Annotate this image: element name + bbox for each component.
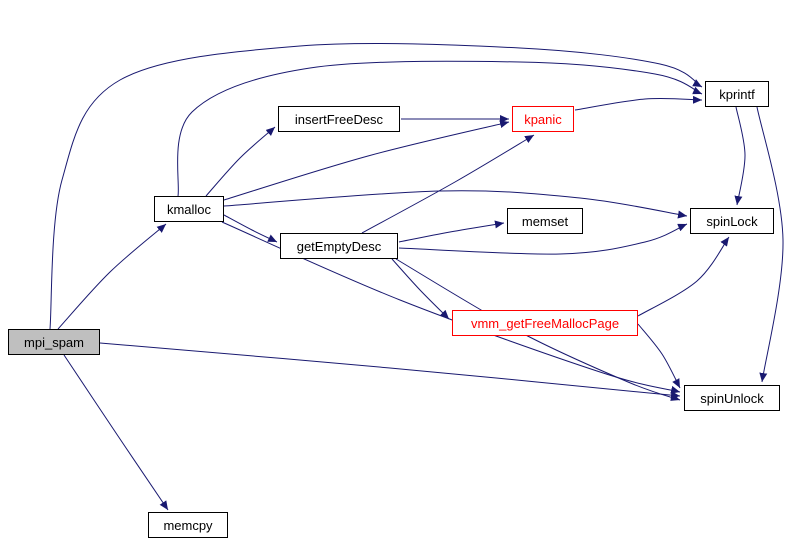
node-kpanic[interactable]: kpanic bbox=[512, 106, 574, 132]
node-getEmptyDesc[interactable]: getEmptyDesc bbox=[280, 233, 398, 259]
edge-kpanic-to-kprintf bbox=[574, 95, 703, 111]
edge-getEmptyDesc-to-vmm_getFreeMallocPage bbox=[391, 258, 450, 320]
node-vmm_getFreeMallocPage[interactable]: vmm_getFreeMallocPage bbox=[452, 310, 638, 336]
edge-getEmptyDesc-to-spinLock bbox=[398, 223, 688, 255]
edge-kmalloc-to-kpanic bbox=[223, 120, 510, 201]
node-label: mpi_spam bbox=[24, 334, 84, 350]
edge-mpi_spam-to-spinUnlock bbox=[99, 342, 681, 400]
node-kprintf[interactable]: kprintf bbox=[705, 81, 769, 107]
node-label: spinLock bbox=[706, 213, 758, 229]
node-memset[interactable]: memset bbox=[507, 208, 583, 234]
edge-getEmptyDesc-to-spinUnlock bbox=[395, 258, 681, 401]
edge-kprintf-to-spinUnlock bbox=[756, 106, 784, 383]
edge-kprintf-to-spinLock bbox=[734, 106, 746, 206]
node-kmalloc[interactable]: kmalloc bbox=[154, 196, 224, 222]
node-spinUnlock[interactable]: spinUnlock bbox=[684, 385, 780, 411]
node-label: kmalloc bbox=[166, 201, 212, 217]
node-insertFreeDesc[interactable]: insertFreeDesc bbox=[278, 106, 400, 132]
node-label: spinUnlock bbox=[700, 390, 764, 406]
edge-kmalloc-to-getEmptyDesc bbox=[223, 214, 278, 243]
edge-vmm_getFreeMallocPage-to-spinUnlock bbox=[637, 323, 681, 389]
edge-getEmptyDesc-to-memset bbox=[398, 220, 505, 243]
node-label: insertFreeDesc bbox=[294, 111, 384, 127]
edge-getEmptyDesc-to-kpanic bbox=[361, 134, 535, 234]
edge-mpi_spam-to-kmalloc bbox=[57, 223, 167, 330]
edge-kmalloc-to-kprintf bbox=[177, 60, 703, 197]
node-mpi_spam: mpi_spam bbox=[8, 329, 100, 355]
edge-mpi_spam-to-memcpy bbox=[63, 354, 169, 511]
edge-kmalloc-to-insertFreeDesc bbox=[205, 126, 276, 197]
node-label: memset bbox=[521, 213, 569, 229]
node-memcpy[interactable]: memcpy bbox=[148, 512, 228, 538]
node-spinLock[interactable]: spinLock bbox=[690, 208, 774, 234]
node-label: kprintf bbox=[719, 86, 755, 102]
node-label: kpanic bbox=[524, 111, 562, 127]
edge-vmm_getFreeMallocPage-to-spinLock bbox=[637, 236, 730, 317]
node-label: memcpy bbox=[163, 517, 213, 533]
node-label: vmm_getFreeMallocPage bbox=[470, 315, 620, 331]
edge-kmalloc-to-spinLock bbox=[223, 190, 688, 219]
edge-mpi_spam-to-kprintf bbox=[49, 42, 703, 330]
node-label: getEmptyDesc bbox=[296, 238, 382, 254]
